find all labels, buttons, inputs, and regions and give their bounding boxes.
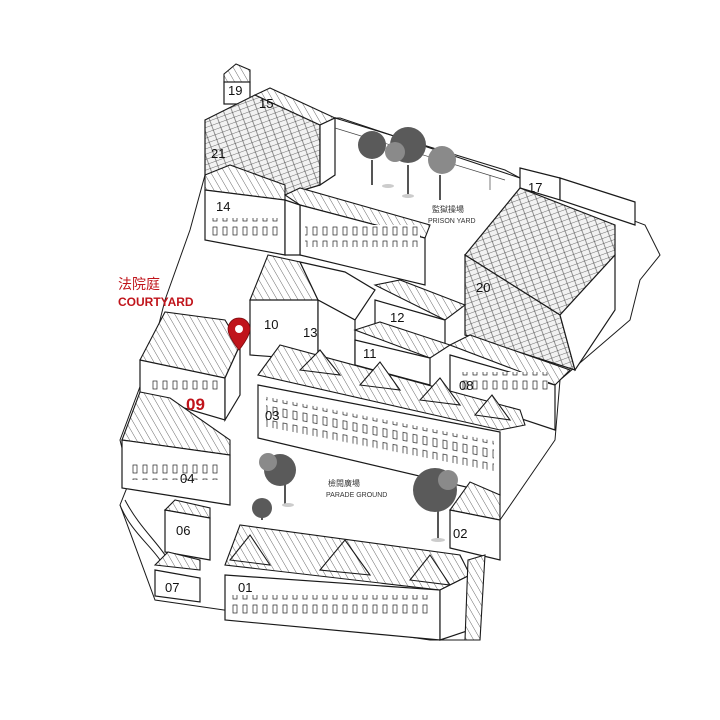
building-04-label: 04 — [180, 471, 194, 486]
building-08-label: 08 — [459, 378, 473, 393]
building-11-label: 11 — [363, 346, 377, 361]
building-01-label: 01 — [238, 580, 252, 595]
building-12[interactable]: 12 — [373, 279, 467, 346]
building-15-label: 15 — [259, 96, 273, 111]
location-pin-icon[interactable] — [227, 317, 251, 351]
building-13[interactable]: 13 — [298, 261, 376, 371]
building-08[interactable]: 08 — [448, 334, 572, 431]
building-21-label: 21 — [211, 146, 225, 161]
building-06[interactable]: 06 — [163, 499, 211, 561]
building-10-label: 10 — [264, 317, 278, 332]
building-02-label: 02 — [453, 526, 467, 541]
building-20-label: 20 — [476, 280, 490, 295]
building-01[interactable]: 01 — [224, 524, 471, 641]
building-04[interactable]: 04 — [121, 391, 231, 506]
prison-yard-trees — [358, 127, 456, 200]
building-07[interactable]: 07 — [153, 551, 201, 603]
prison-block — [283, 187, 431, 286]
building-12-label: 12 — [390, 310, 404, 325]
svg-text:PRISON YARD: PRISON YARD — [428, 218, 476, 225]
svg-text:檢閱廣場: 檢閱廣場 — [328, 478, 360, 488]
building-19[interactable]: 19 — [223, 63, 251, 105]
building-17[interactable]: 17 — [519, 167, 636, 226]
building-17-label: 17 — [528, 180, 542, 195]
building-03[interactable]: 03 — [257, 344, 526, 496]
svg-text:監獄操場: 監獄操場 — [432, 204, 464, 214]
svg-text:09: 09 — [186, 395, 205, 414]
building-03-label: 03 — [265, 408, 279, 423]
parade-ground-trees — [252, 453, 458, 542]
parade-ground-label: 檢閱廣場 PARADE GROUND — [326, 478, 387, 499]
building-07-label: 07 — [165, 580, 179, 595]
building-19-label: 19 — [228, 83, 242, 98]
building-15[interactable]: 15 — [259, 96, 273, 111]
building-11[interactable]: 11 — [353, 321, 452, 386]
exterior-stair — [464, 554, 486, 641]
building-10[interactable]: 10 — [249, 254, 319, 361]
ramp — [119, 499, 166, 561]
building-14[interactable]: 14 — [204, 164, 286, 256]
prison-yard-label: 監獄操場 PRISON YARD — [428, 204, 476, 225]
building-14-label: 14 — [216, 199, 230, 214]
courtyard-label-cjk: 法院庭 — [118, 276, 160, 293]
building-20[interactable]: 20 — [464, 187, 616, 372]
highlight-number: 09 — [186, 395, 205, 414]
courtyard-label-en: COURTYARD — [118, 295, 194, 309]
building-13-label: 13 — [303, 325, 317, 340]
building-09[interactable] — [139, 311, 241, 423]
building-06-label: 06 — [176, 523, 190, 538]
svg-text:PARADE GROUND: PARADE GROUND — [326, 492, 387, 499]
courtyard-label: 法院庭 COURTYARD — [118, 276, 194, 309]
building-02[interactable]: 02 — [449, 481, 501, 561]
